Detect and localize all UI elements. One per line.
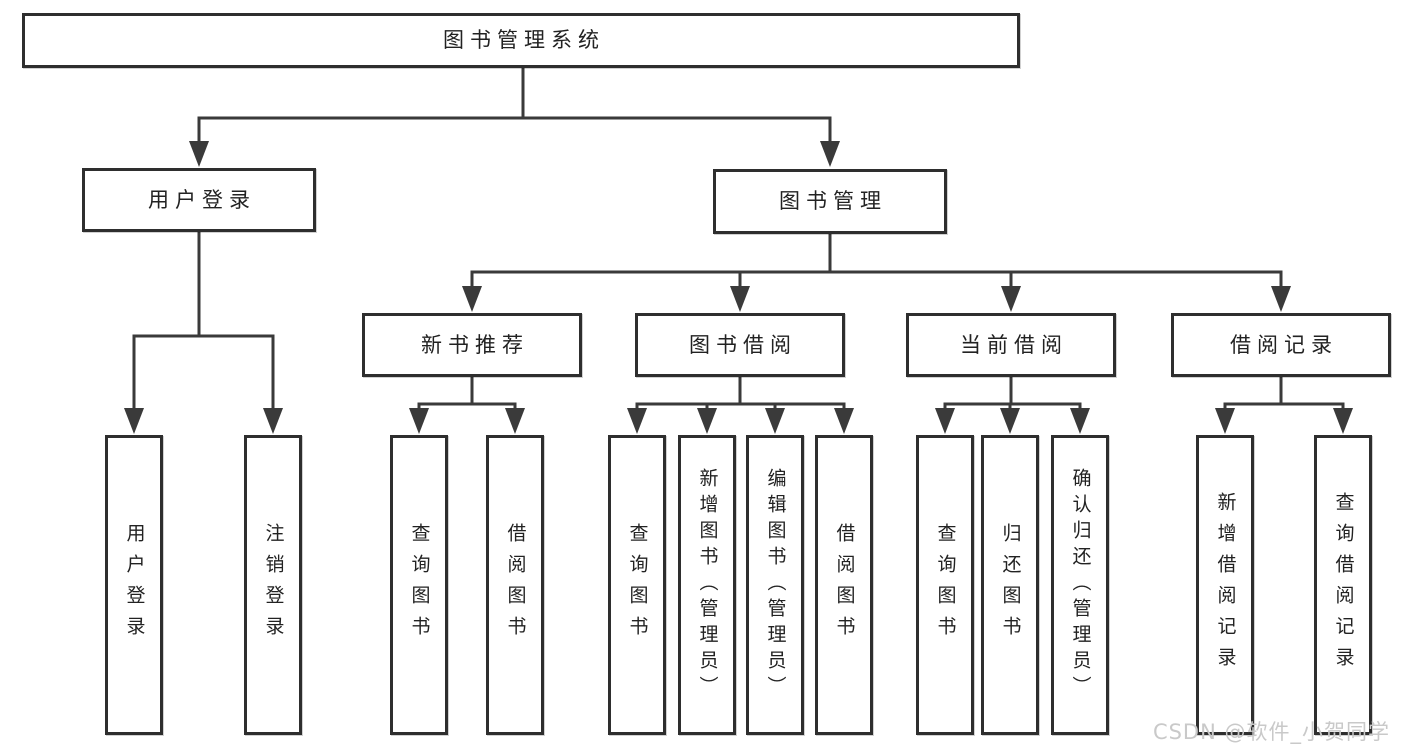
node-label: 借阅记录 [1230,332,1338,357]
node-label: 编辑图书（管理员） [764,468,787,702]
node-borrowing-records: 借阅记录 [1171,313,1391,377]
node-label: 新书推荐 [421,332,529,357]
node-label: 查询借阅记录 [1332,492,1355,678]
node-label: 确认归还（管理员） [1069,468,1092,702]
node-label: 注销登录 [262,523,285,647]
node-leaf-add-book-admin: 新增图书（管理员） [678,435,736,735]
node-label: 借阅图书 [833,523,856,647]
node-leaf-query-borrow-record: 查询借阅记录 [1314,435,1372,735]
node-leaf-borrow-books-2: 借阅图书 [815,435,873,735]
node-leaf-logout: 注销登录 [244,435,302,735]
node-leaf-query-books-3: 查询图书 [916,435,974,735]
node-leaf-add-borrow-record: 新增借阅记录 [1196,435,1254,735]
node-label: 用户登录 [148,187,256,212]
node-root-system: 图书管理系统 [22,13,1020,68]
node-leaf-query-books-2: 查询图书 [608,435,666,735]
node-user-login-branch: 用户登录 [82,168,316,232]
node-leaf-borrow-books-1: 借阅图书 [486,435,544,735]
node-leaf-return-book: 归还图书 [981,435,1039,735]
node-label: 当前借阅 [960,332,1068,357]
node-label: 查询图书 [934,523,957,647]
node-label: 查询图书 [408,523,431,647]
node-label: 查询图书 [626,523,649,647]
node-book-management-branch: 图书管理 [713,169,947,234]
node-current-borrowing: 当前借阅 [906,313,1116,377]
node-label: 新增借阅记录 [1214,492,1237,678]
node-label: 归还图书 [999,523,1022,647]
node-leaf-edit-book-admin: 编辑图书（管理员） [746,435,804,735]
node-label: 图书管理 [779,189,887,213]
node-leaf-user-login: 用户登录 [105,435,163,735]
node-label: 图书借阅 [689,332,797,357]
node-leaf-query-books-1: 查询图书 [390,435,448,735]
watermark: CSDN @软件_小贺同学 [1152,720,1390,744]
node-book-borrowing: 图书借阅 [635,313,845,377]
node-label: 借阅图书 [504,523,527,647]
node-label: 用户登录 [123,523,146,647]
node-label: 新增图书（管理员） [696,468,719,702]
node-new-book-recommend: 新书推荐 [362,313,582,377]
node-leaf-confirm-return-admin: 确认归还（管理员） [1051,435,1109,735]
node-label: 图书管理系统 [443,28,605,52]
